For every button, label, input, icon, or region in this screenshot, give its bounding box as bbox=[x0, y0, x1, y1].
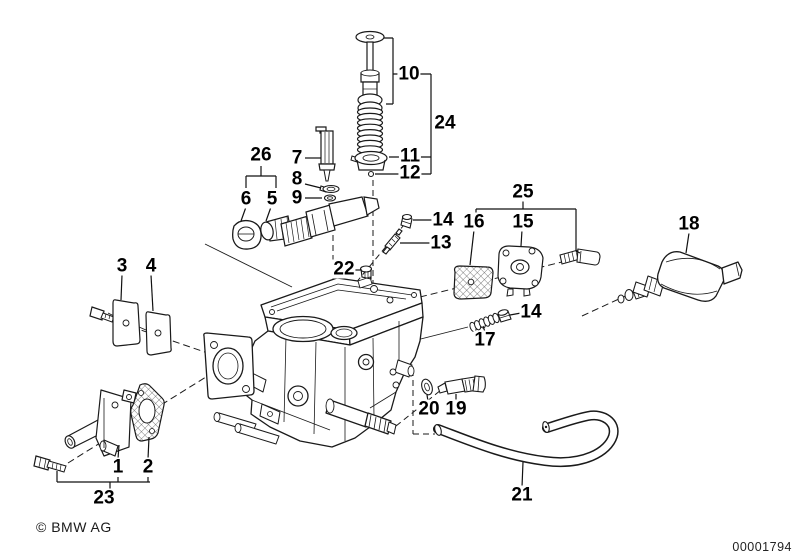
leader-1 bbox=[117, 444, 120, 460]
callout-15[interactable]: 15 bbox=[511, 211, 535, 233]
callout-16[interactable]: 16 bbox=[462, 211, 486, 233]
leader-18 bbox=[685, 232, 690, 254]
callout-19[interactable]: 19 bbox=[444, 398, 468, 420]
callout-10[interactable]: 10 bbox=[397, 63, 421, 85]
leader-2 bbox=[147, 436, 150, 460]
leader-5 bbox=[265, 206, 272, 222]
bracket-25 bbox=[475, 201, 581, 254]
part-23-screw bbox=[33, 455, 67, 473]
callout-26[interactable]: 26 bbox=[249, 144, 273, 166]
part-16-gasket-pad bbox=[453, 265, 494, 300]
callout-9[interactable]: 9 bbox=[290, 187, 304, 209]
part-12-ball bbox=[367, 170, 375, 178]
callout-12[interactable]: 12 bbox=[398, 162, 422, 184]
leader-4 bbox=[150, 274, 154, 312]
drawing-number: 00001794 bbox=[732, 540, 792, 554]
part-6-bushing bbox=[232, 219, 262, 250]
part-9-ring bbox=[323, 194, 337, 202]
part-17-spring bbox=[469, 312, 500, 333]
bracket-26 bbox=[245, 166, 277, 188]
part-10-valve-assembly bbox=[355, 30, 385, 155]
callout-21[interactable]: 21 bbox=[510, 484, 534, 506]
callout-3[interactable]: 3 bbox=[115, 255, 129, 277]
callout-11[interactable]: 11 bbox=[398, 145, 422, 167]
part-22-nut bbox=[359, 265, 373, 280]
part-11-nut bbox=[350, 150, 388, 171]
callout-14a[interactable]: 14 bbox=[431, 209, 455, 231]
callout-4[interactable]: 4 bbox=[144, 255, 158, 277]
callout-18[interactable]: 18 bbox=[677, 213, 701, 235]
part-18-solenoid bbox=[617, 251, 743, 304]
choke-shaft bbox=[280, 196, 380, 247]
part-25-screw bbox=[559, 248, 601, 266]
callout-5[interactable]: 5 bbox=[265, 188, 279, 210]
part-1-housing bbox=[64, 389, 137, 457]
leader-6 bbox=[240, 206, 247, 222]
leader-16 bbox=[469, 229, 475, 266]
part-19-bolt bbox=[437, 375, 486, 395]
leader-15 bbox=[520, 229, 523, 247]
part-14a-cap-nut bbox=[400, 213, 413, 229]
part-21-hose bbox=[433, 410, 619, 467]
part-2-gasket bbox=[130, 383, 165, 442]
callout-22[interactable]: 22 bbox=[332, 258, 356, 280]
leader-21 bbox=[521, 461, 524, 488]
callout-7[interactable]: 7 bbox=[290, 147, 304, 169]
part-7-pin bbox=[315, 126, 336, 182]
bracket-10 bbox=[384, 37, 431, 105]
part-20-washer bbox=[421, 378, 433, 396]
callout-leader-lines bbox=[56, 37, 690, 489]
callout-25[interactable]: 25 bbox=[511, 181, 535, 203]
callout-14b[interactable]: 14 bbox=[519, 301, 543, 323]
leader-14b bbox=[509, 312, 522, 316]
callout-8[interactable]: 8 bbox=[290, 168, 304, 190]
part-15-cover bbox=[497, 245, 544, 297]
part-10-spring-coils bbox=[356, 107, 384, 155]
part-3-plate bbox=[89, 299, 141, 347]
carburetor-body bbox=[203, 276, 424, 448]
part-4-plate bbox=[145, 311, 172, 356]
copyright-notice: © BMW AG bbox=[36, 519, 112, 535]
part-14b-cap-nut bbox=[497, 309, 512, 323]
leader-8 bbox=[304, 183, 322, 189]
part-8-washer bbox=[319, 184, 340, 194]
callout-1[interactable]: 1 bbox=[111, 456, 125, 478]
leader-3 bbox=[120, 274, 123, 301]
bracket-23 bbox=[56, 471, 150, 489]
callout-23[interactable]: 23 bbox=[92, 487, 116, 509]
callout-17[interactable]: 17 bbox=[473, 329, 497, 351]
callout-24[interactable]: 24 bbox=[433, 112, 457, 134]
callout-6[interactable]: 6 bbox=[239, 188, 253, 210]
callout-13[interactable]: 13 bbox=[429, 232, 453, 254]
callout-2[interactable]: 2 bbox=[141, 456, 155, 478]
part-13-needle-jet bbox=[382, 228, 403, 255]
callout-20[interactable]: 20 bbox=[417, 398, 441, 420]
